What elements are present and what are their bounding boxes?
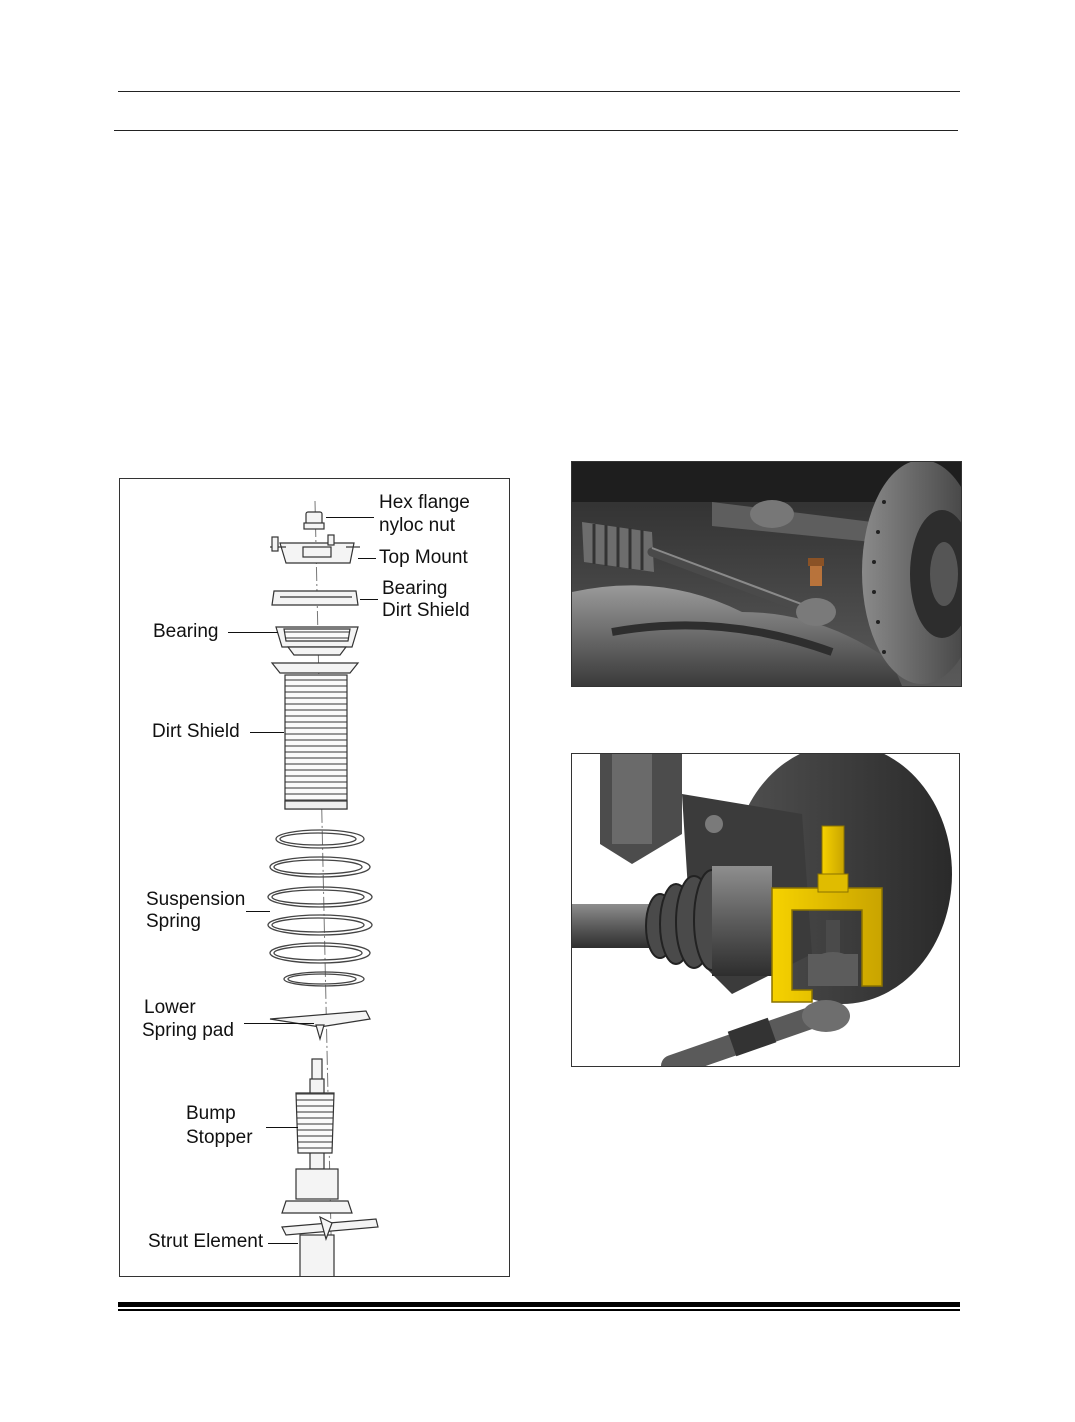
puller-tool-render: [572, 754, 959, 1066]
label-spring-line1: Suspension: [146, 889, 246, 910]
top-mount-part: [270, 534, 360, 564]
label-bearing-shield-line2: Dirt Shield: [382, 600, 470, 621]
label-hex-nut-line1: Hex flange: [379, 492, 470, 513]
leader-dirt-shield: [250, 732, 284, 733]
header-rule-bottom: [114, 130, 958, 131]
puller-tool-photo: [571, 753, 960, 1067]
label-bump-line2: Stopper: [186, 1127, 253, 1148]
strut-element-part: [281, 1168, 379, 1276]
dirt-shield-part: [270, 662, 360, 810]
leader-bearing: [228, 632, 278, 633]
bearing-dirt-shield-part: [271, 590, 359, 606]
bearing-part: [275, 626, 359, 656]
label-strut: Strut Element: [148, 1231, 264, 1252]
label-top-mount: Top Mount: [379, 547, 468, 568]
strut-exploded-diagram: Hex flange nyloc nut Top Mount Bearing D…: [119, 478, 510, 1277]
footer-rule-thin: [118, 1309, 960, 1311]
leader-spring: [246, 911, 270, 912]
puller-tool-shape: [771, 825, 883, 1003]
label-lower-pad-line2: Spring pad: [142, 1020, 234, 1041]
lower-spring-pad-part: [269, 1010, 371, 1042]
tie-rod-end-render: [572, 462, 961, 686]
label-dirt-shield: Dirt Shield: [152, 721, 240, 742]
header-rule-top: [118, 91, 960, 92]
footer-rule-thick: [118, 1302, 960, 1307]
label-hex-nut-line2: nyloc nut: [379, 515, 456, 536]
label-bearing: Bearing: [153, 621, 219, 642]
label-spring-line2: Spring: [146, 911, 201, 932]
tie-rod-end-photo: [571, 461, 962, 687]
leader-bearing-shield: [360, 599, 378, 600]
hex-nut-part: [303, 511, 325, 530]
leader-hex-nut: [326, 517, 374, 518]
leader-strut: [268, 1243, 298, 1244]
leader-bump: [266, 1127, 298, 1128]
suspension-spring-part: [267, 829, 373, 987]
leader-top-mount: [358, 558, 376, 559]
label-bump-line1: Bump: [186, 1103, 236, 1124]
label-lower-pad-line1: Lower: [144, 997, 196, 1018]
leader-lower-pad: [244, 1023, 314, 1024]
strut-exploded-drawing: [267, 500, 379, 1276]
label-bearing-shield-line1: Bearing: [382, 578, 448, 599]
bump-stopper-part: [295, 1058, 335, 1170]
